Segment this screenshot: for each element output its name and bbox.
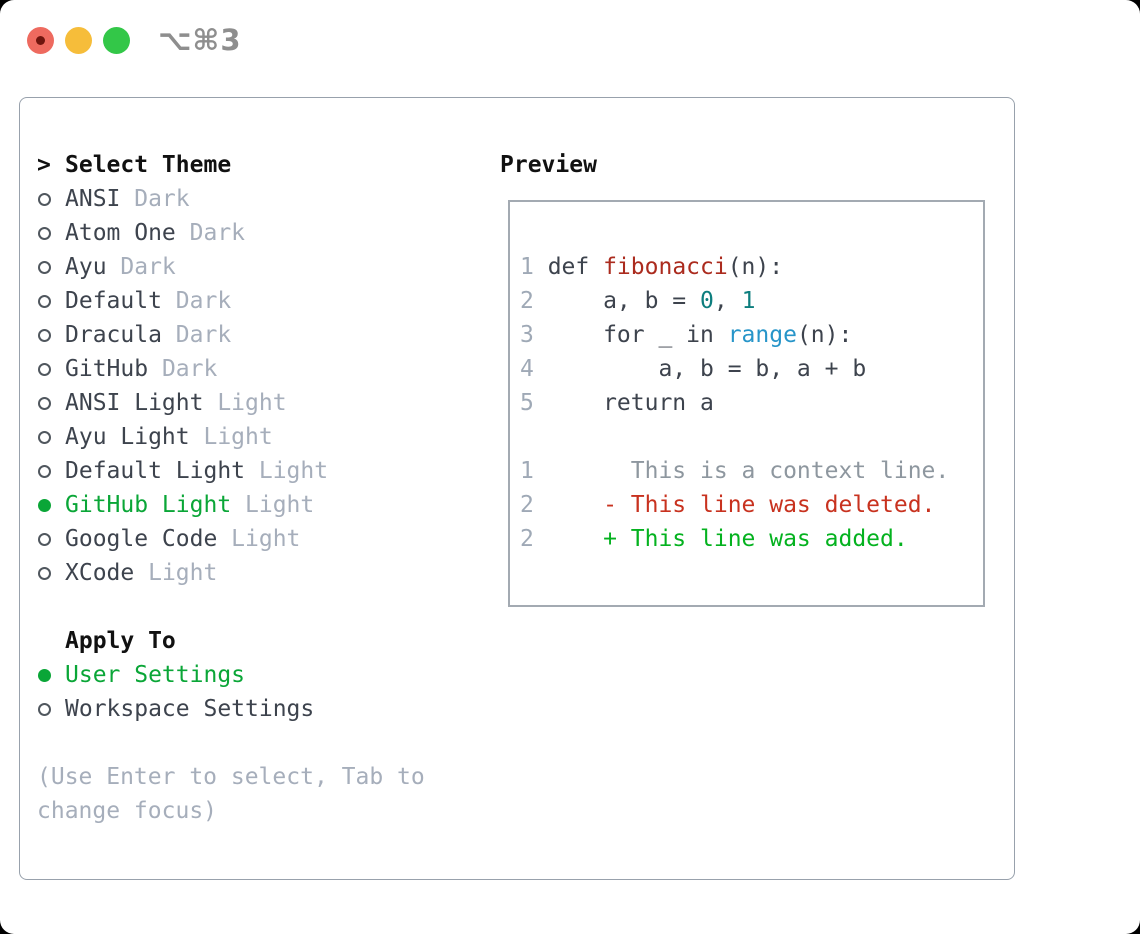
code-line: 2 a, b = 0, 1 <box>520 288 756 314</box>
theme-variant: Dark <box>175 322 232 348</box>
gap <box>37 590 425 624</box>
radio-icon <box>37 692 65 726</box>
code-line: 3 for _ in range(n): <box>520 322 853 348</box>
option-name: Workspace Settings <box>65 696 315 722</box>
radio-icon <box>37 284 65 318</box>
theme-name: Ayu Light <box>65 424 190 450</box>
theme-name: XCode <box>65 560 135 586</box>
theme-name: Atom One <box>65 220 176 246</box>
theme-name: Ayu <box>65 254 107 280</box>
radio-icon <box>37 386 65 420</box>
radio-icon <box>37 250 65 284</box>
radio-icon <box>37 352 65 386</box>
select-theme-header: > Select Theme <box>37 148 425 182</box>
theme-name: Dracula <box>65 322 162 348</box>
theme-name: ANSI Light <box>65 390 204 416</box>
theme-option-ansi-light[interactable]: ANSI Light Light <box>37 386 425 420</box>
code-line <box>520 420 983 454</box>
apply-to-label: Apply To <box>65 628 176 654</box>
theme-variant: Light <box>231 526 301 552</box>
theme-option-dracula[interactable]: Dracula Dark <box>37 318 425 352</box>
theme-name: Default Light <box>65 458 246 484</box>
preview-title: Preview <box>500 152 597 178</box>
option-name: User Settings <box>65 662 246 688</box>
apply-to-list: User Settings Workspace Settings <box>37 658 425 726</box>
select-theme-label: Select Theme <box>65 152 232 178</box>
maximize-icon[interactable] <box>103 26 130 54</box>
theme-name: ANSI <box>65 186 121 212</box>
theme-option-ayu[interactable]: Ayu Dark <box>37 250 425 284</box>
theme-option-atom-one[interactable]: Atom One Dark <box>37 216 425 250</box>
theme-variant: Dark <box>134 186 190 212</box>
prompt-chevron-icon: > <box>37 152 51 178</box>
window-title: ⌥⌘3 <box>158 23 242 57</box>
modified-dot <box>36 35 45 45</box>
theme-option-default-light[interactable]: Default Light Light <box>37 454 425 488</box>
radio-icon <box>37 318 65 352</box>
theme-name: Default <box>65 288 162 314</box>
code-line: 4 a, b = b, a + b <box>520 356 867 382</box>
apply-to-indent <box>37 624 65 658</box>
theme-variant: Light <box>258 458 329 484</box>
apply-option-user-settings[interactable]: User Settings <box>37 658 425 692</box>
theme-variant: Light <box>148 560 218 586</box>
theme-variant: Light <box>203 424 273 450</box>
hint-line-2: change focus) <box>37 798 218 824</box>
code-line: 5 return a <box>520 390 714 416</box>
theme-variant: Light <box>217 390 287 416</box>
theme-variant: Dark <box>189 220 246 246</box>
theme-name: Google Code <box>65 526 218 552</box>
minimize-icon[interactable] <box>65 26 92 54</box>
theme-name: GitHub <box>65 356 149 382</box>
theme-variant: Light <box>245 492 315 518</box>
radio-icon <box>37 522 65 556</box>
apply-to-header: Apply To <box>37 624 425 658</box>
theme-option-default[interactable]: Default Dark <box>37 284 425 318</box>
theme-variant: Dark <box>120 254 176 280</box>
theme-option-ansi[interactable]: ANSI Dark <box>37 182 425 216</box>
radio-icon <box>37 216 65 250</box>
code-line: 2 - This line was deleted. <box>520 492 936 518</box>
theme-variant: Dark <box>175 288 232 314</box>
theme-option-github[interactable]: GitHub Dark <box>37 352 425 386</box>
radio-icon <box>37 488 65 522</box>
theme-option-xcode[interactable]: XCode Light <box>37 556 425 590</box>
code-line: 1 This is a context line. <box>520 458 950 484</box>
theme-option-ayu-light[interactable]: Ayu Light Light <box>37 420 425 454</box>
hint-line-1: (Use Enter to select, Tab to <box>37 764 425 790</box>
radio-icon <box>37 454 65 488</box>
theme-option-google-code[interactable]: Google Code Light <box>37 522 425 556</box>
code-line: 2 + This line was added. <box>520 526 908 552</box>
theme-name: GitHub Light <box>65 492 232 518</box>
radio-icon <box>37 556 65 590</box>
radio-icon <box>37 658 65 692</box>
gap <box>37 726 425 760</box>
close-icon[interactable] <box>27 26 54 54</box>
radio-icon <box>37 420 65 454</box>
title-bar: ⌥⌘3 <box>27 23 242 57</box>
theme-variant: Dark <box>161 356 218 382</box>
theme-option-github-light[interactable]: GitHub Light Light <box>37 488 425 522</box>
radio-icon <box>37 182 65 216</box>
apply-option-workspace-settings[interactable]: Workspace Settings <box>37 692 425 726</box>
